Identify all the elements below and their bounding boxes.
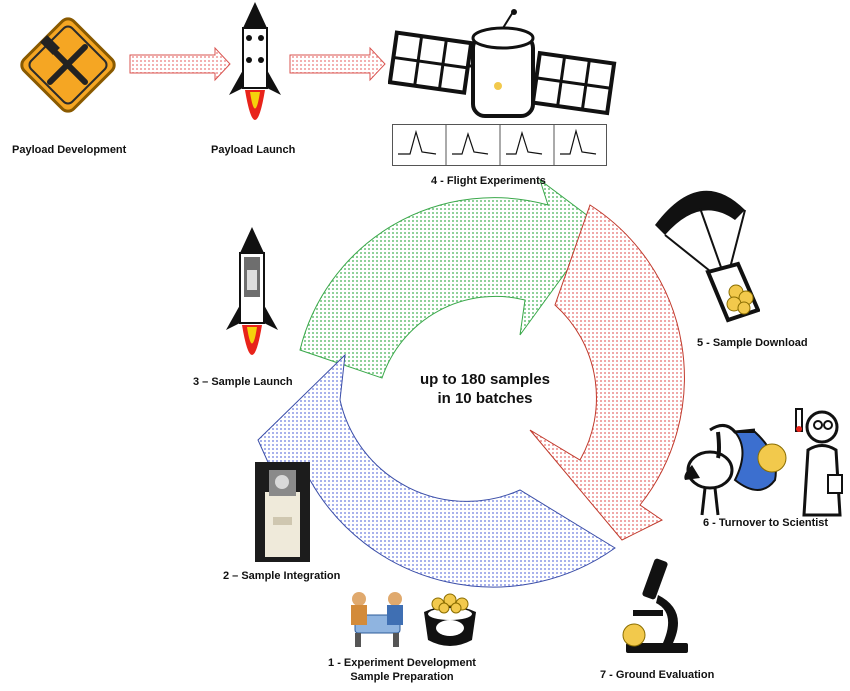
microscope-icon [622, 558, 688, 653]
label-experiment-development: 1 - Experiment Development Sample Prepar… [327, 656, 477, 684]
center-caption-line2: in 10 batches [437, 390, 533, 407]
stork-delivery-icon [684, 424, 787, 516]
label-payload-launch: Payload Launch [211, 144, 296, 156]
label-turnover-to-scientist: 6 - Turnover to Scientist [703, 517, 829, 529]
satellite-icon [388, 9, 617, 118]
label-sample-launch: 3 – Sample Launch [193, 376, 293, 388]
gold-pot-icon [424, 593, 476, 646]
label-sample-integration: 2 – Sample Integration [223, 570, 341, 582]
tools-warning-sign-icon [20, 17, 116, 113]
rocket-icon [229, 2, 281, 120]
label-experiment-development-line1: 1 - Experiment Development [328, 657, 476, 669]
sample-cartridge-photo [255, 462, 310, 562]
team-meeting-icon [351, 592, 403, 647]
green-cycle-arrow [299, 178, 601, 379]
red-cycle-arrow [529, 204, 685, 541]
label-flight-experiments: 4 - Flight Experiments [431, 175, 546, 187]
center-caption-line1: up to 180 samples [419, 371, 551, 388]
label-sample-preparation: Sample Preparation [350, 671, 454, 683]
scientist-icon [795, 408, 843, 517]
sample-rocket-icon [226, 227, 278, 355]
flow-arrow-1 [129, 46, 231, 82]
label-sample-download: 5 - Sample Download [697, 337, 808, 349]
blue-cycle-arrow [257, 353, 616, 588]
label-ground-evaluation: 7 - Ground Evaluation [600, 669, 715, 681]
center-caption: up to 180 samples in 10 batches [385, 370, 585, 408]
flow-arrow-2 [289, 46, 386, 82]
parachute-capsule-icon [655, 190, 760, 323]
flight-data-graphs [392, 124, 607, 166]
label-payload-development: Payload Development [12, 144, 127, 156]
